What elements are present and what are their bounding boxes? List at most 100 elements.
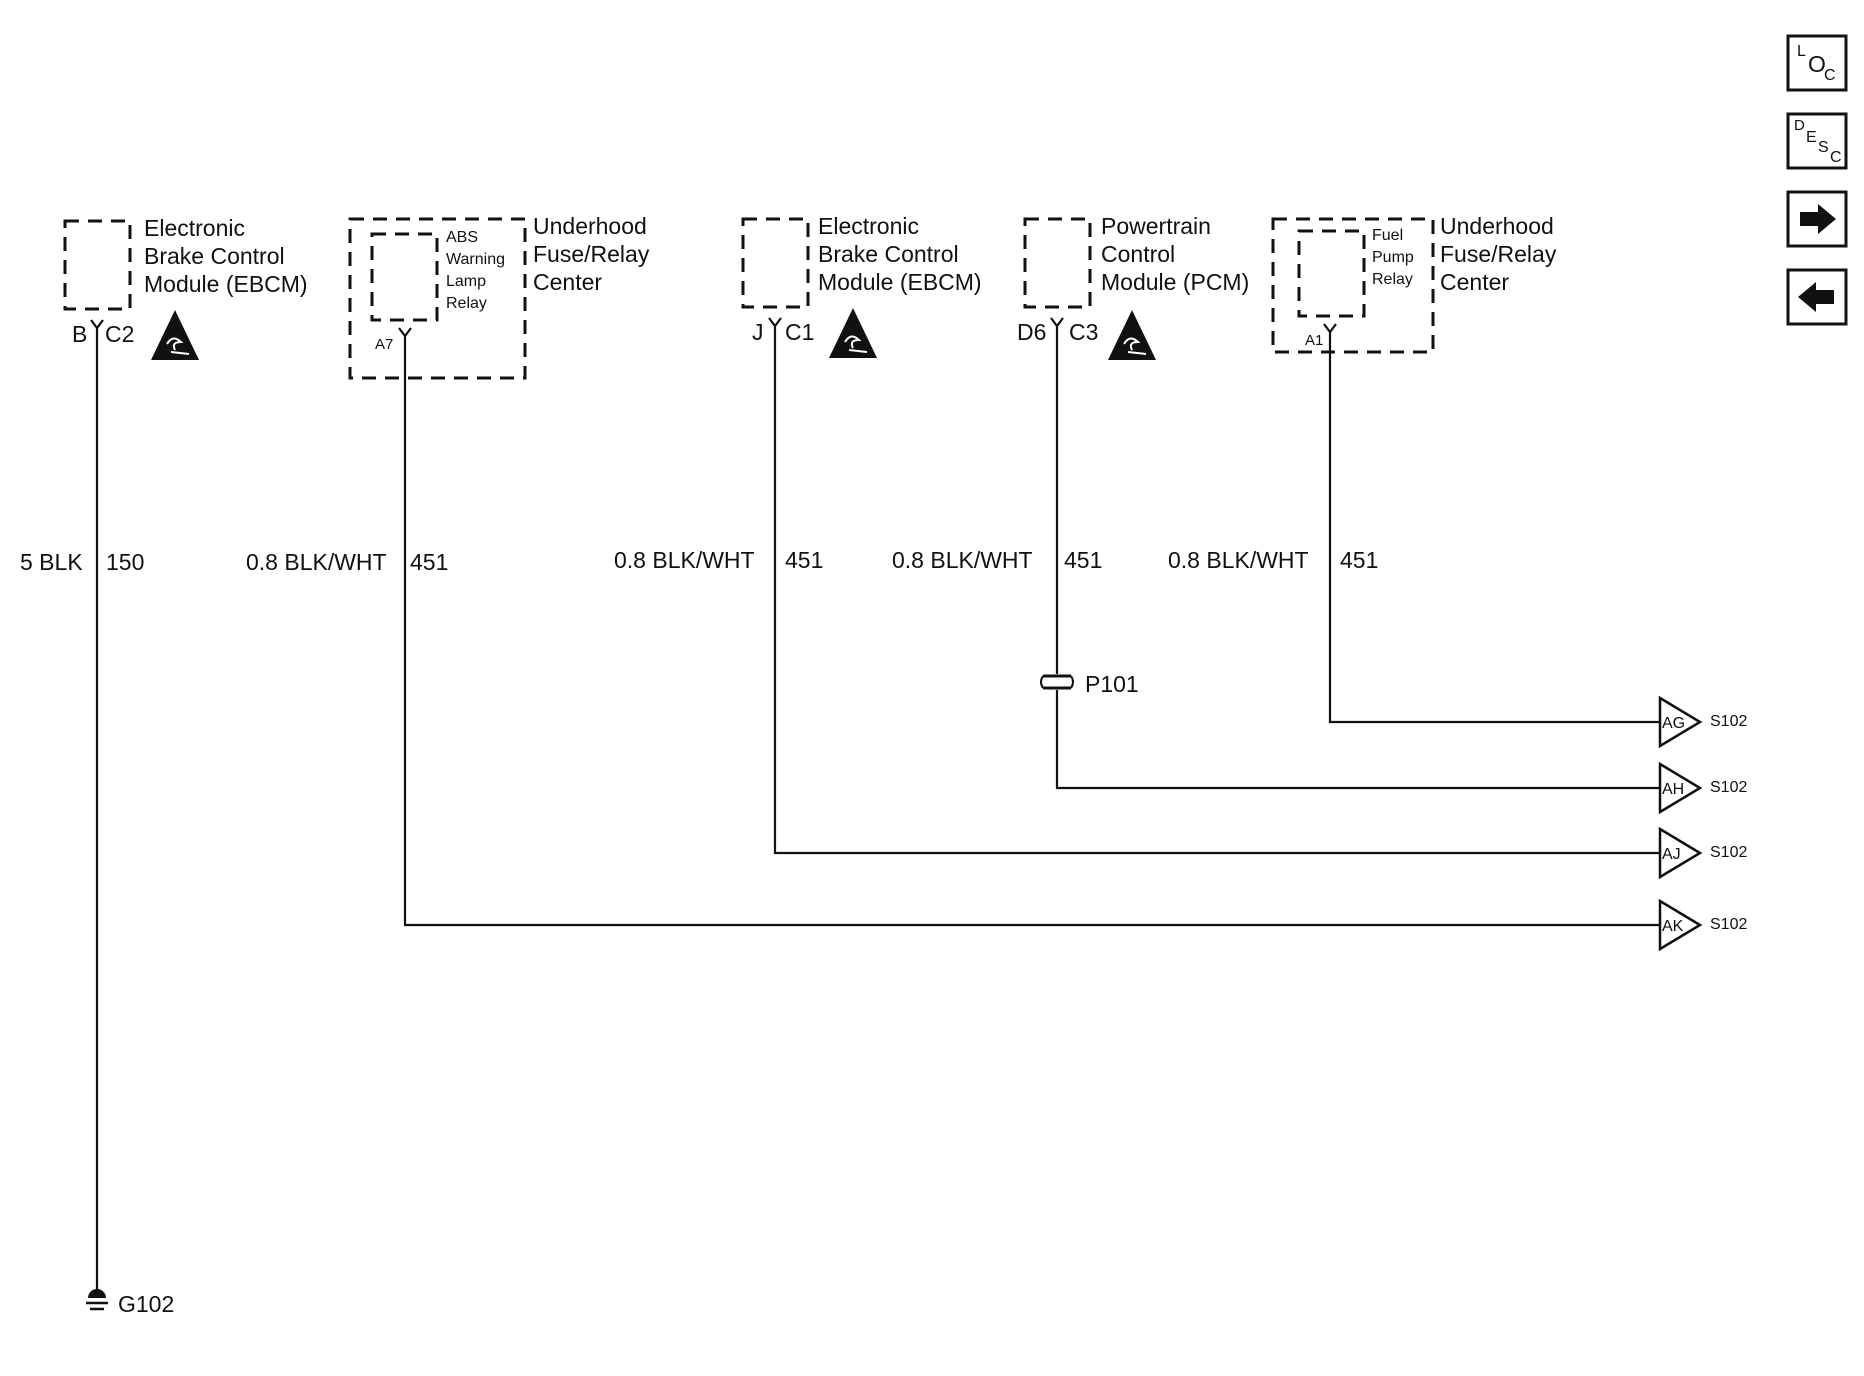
underhood-2-name-1: Underhood <box>1440 213 1554 239</box>
ebcm-c1-name-1: Electronic <box>818 213 919 239</box>
abs-relay-label-2: Warning <box>446 251 505 268</box>
wire-150-size-color: 5 BLK <box>20 549 83 575</box>
ebcm-c2-component: Electronic Brake Control Module (EBCM) B… <box>63 215 308 361</box>
splice-ref-ag-splice: S102 <box>1710 713 1747 730</box>
loc-letter-2: O <box>1808 51 1826 77</box>
left-arrow-icon <box>1798 282 1834 312</box>
fuel-relay-label-2: Pump <box>1372 249 1414 266</box>
underhood-box-1 <box>348 217 527 380</box>
esd-sensitive-icon <box>150 309 200 361</box>
fuel-relay-component: Fuel Pump Relay Underhood Fuse/Relay Cen… <box>1271 213 1557 354</box>
pcm-pin: D6 <box>1017 319 1046 345</box>
underhood-1-name-2: Fuse/Relay <box>533 241 650 267</box>
wire-451-ebcm-size-color: 0.8 BLK/WHT <box>614 547 755 573</box>
abs-relay-component: ABS Warning Lamp Relay Underhood Fuse/Re… <box>348 213 650 380</box>
splice-ref-ak[interactable]: AK S102 <box>1658 898 1747 952</box>
abs-relay-box <box>370 232 439 322</box>
desc-letter-4: C <box>1830 149 1842 166</box>
wire-150-circuit: 150 <box>106 549 144 575</box>
splice-ref-ak-code: AK <box>1662 918 1684 935</box>
connector-fork-icon <box>767 316 783 328</box>
splice-ref-ag-code: AG <box>1662 715 1685 732</box>
abs-relay-label-1: ABS <box>446 229 478 246</box>
splice-ref-ak-splice: S102 <box>1710 916 1747 933</box>
connector-fork-icon <box>89 318 105 330</box>
loc-letter-3: C <box>1824 67 1836 84</box>
abs-relay-label-4: Relay <box>446 295 487 312</box>
splice-ref-ah-code: AH <box>1662 781 1684 798</box>
desc-letter-2: E <box>1806 129 1817 146</box>
wire-451-abs-circuit: 451 <box>410 549 448 575</box>
pcm-name-1: Powertrain <box>1101 213 1211 239</box>
wire-451-pcm: 0.8 BLK/WHT 451 P101 <box>892 326 1660 790</box>
connector-fork-icon <box>1049 316 1065 328</box>
pcm-connector: C3 <box>1069 319 1098 345</box>
fuel-relay-box <box>1297 229 1366 318</box>
ebcm-c1-name-2: Brake Control <box>818 241 959 267</box>
abs-relay-pin: A7 <box>375 336 393 353</box>
ebcm-c2-name-3: Module (EBCM) <box>144 271 308 297</box>
desc-button[interactable]: D E S C <box>1786 112 1848 170</box>
fuel-relay-label-3: Relay <box>1372 271 1413 288</box>
wire-451-ebcm-circuit: 451 <box>785 547 823 573</box>
pcm-c3-component: Powertrain Control Module (PCM) D6 C3 <box>1017 213 1249 361</box>
wire-451-abs-size-color: 0.8 BLK/WHT <box>246 549 387 575</box>
splice-arrow-icon <box>1658 826 1703 880</box>
prev-page-button[interactable] <box>1786 268 1848 326</box>
desc-letter-3: S <box>1818 139 1829 156</box>
fuel-relay-label-1: Fuel <box>1372 227 1403 244</box>
ebcm-c2-connector: C2 <box>105 321 134 347</box>
pcm-name-3: Module (PCM) <box>1101 269 1249 295</box>
ebcm-c1-component: Electronic Brake Control Module (EBCM) J… <box>741 213 982 359</box>
ebcm-c2-pin: B <box>72 321 87 347</box>
underhood-box-2 <box>1271 217 1435 354</box>
fuel-relay-pin: A1 <box>1305 332 1323 349</box>
wire-451-pcm-size-color: 0.8 BLK/WHT <box>892 547 1033 573</box>
ground-label: G102 <box>118 1291 174 1317</box>
inline-connector-icon <box>1040 674 1074 690</box>
wire-451-pcm-circuit: 451 <box>1064 547 1102 573</box>
ebcm-c2-name-2: Brake Control <box>144 243 285 269</box>
wire-451-abs: 0.8 BLK/WHT 451 <box>246 336 1660 927</box>
connector-fork-icon <box>397 326 413 338</box>
splice-ref-aj[interactable]: AJ S102 <box>1658 826 1747 880</box>
splice-arrow-icon <box>1658 898 1703 952</box>
esd-sensitive-icon <box>1107 309 1157 361</box>
ebcm-c1-name-3: Module (EBCM) <box>818 269 982 295</box>
next-page-button[interactable] <box>1786 190 1848 248</box>
right-arrow-icon <box>1800 204 1836 234</box>
wire-451-fuel-circuit: 451 <box>1340 547 1378 573</box>
connector-fork-icon <box>1322 322 1338 334</box>
ebcm-c2-name-1: Electronic <box>144 215 245 241</box>
abs-relay-label-3: Lamp <box>446 273 486 290</box>
underhood-2-name-3: Center <box>1440 269 1509 295</box>
esd-sensitive-icon <box>828 307 878 359</box>
ebcm-c1-connector: C1 <box>785 319 814 345</box>
ebcm-c1-pin: J <box>752 319 764 345</box>
loc-button[interactable]: L O C <box>1786 34 1848 92</box>
pcm-box <box>1023 217 1092 309</box>
underhood-2-name-2: Fuse/Relay <box>1440 241 1557 267</box>
splice-arrow-icon <box>1658 695 1703 749</box>
wire-451-fuel: 0.8 BLK/WHT 451 <box>1168 332 1660 724</box>
underhood-1-name-1: Underhood <box>533 213 647 239</box>
splice-arrow-icon <box>1658 761 1703 815</box>
wire-150: 5 BLK 150 <box>20 328 144 1298</box>
ebcm-c2-box <box>63 219 132 311</box>
wire-451-fuel-size-color: 0.8 BLK/WHT <box>1168 547 1309 573</box>
splice-ref-aj-splice: S102 <box>1710 844 1747 861</box>
underhood-1-name-3: Center <box>533 269 602 295</box>
splice-ref-ah[interactable]: AH S102 <box>1658 761 1747 815</box>
ground-icon <box>86 1289 108 1311</box>
splice-ref-ah-splice: S102 <box>1710 779 1747 796</box>
inline-connector-label: P101 <box>1085 671 1139 697</box>
splice-ref-ag[interactable]: AG S102 <box>1658 695 1747 749</box>
desc-letter-1: D <box>1794 117 1805 134</box>
loc-letter-1: L <box>1797 43 1806 60</box>
ground-g102: G102 <box>86 1289 174 1317</box>
wire-451-ebcm: 0.8 BLK/WHT 451 <box>614 326 1660 855</box>
pcm-name-2: Control <box>1101 241 1175 267</box>
splice-ref-aj-code: AJ <box>1662 846 1681 863</box>
ebcm-c1-box <box>741 217 810 309</box>
